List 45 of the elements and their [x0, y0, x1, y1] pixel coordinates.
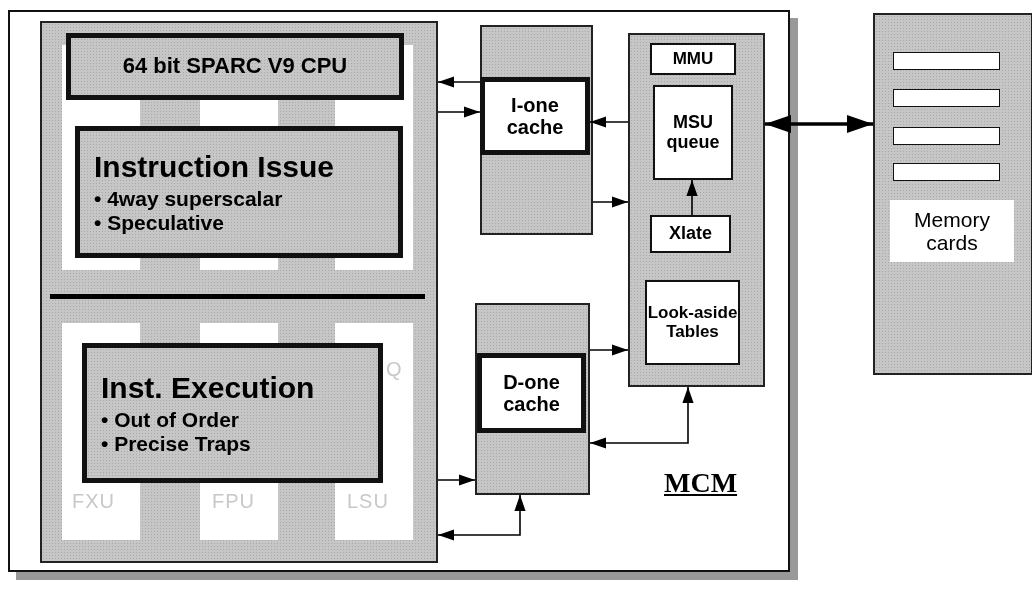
- table-box: [645, 280, 740, 365]
- box-label: Instruction Issue: [94, 150, 335, 184]
- arrow: [437, 106, 481, 118]
- arrow: [437, 474, 476, 486]
- box-label: D-one cache: [502, 371, 561, 415]
- arrow: [589, 116, 629, 128]
- memory-label-box: [890, 200, 1014, 262]
- cache-column: [480, 25, 593, 235]
- memory-panel: [873, 13, 1032, 375]
- box-label: 64 bit SPARC V9 CPU: [122, 54, 348, 79]
- arrow: [686, 179, 698, 216]
- box-label: Memory cards: [913, 207, 991, 255]
- arrow: [765, 114, 873, 134]
- box-label: MMU: [672, 49, 714, 69]
- arrow: [437, 76, 481, 88]
- bullet-text: • 4way superscalar: [94, 187, 283, 211]
- box-label: Xlate: [669, 224, 712, 244]
- queue-box: [653, 85, 733, 180]
- xlate-box: [650, 215, 731, 253]
- arrow: [592, 196, 629, 208]
- processor-panel: [40, 21, 438, 563]
- memory-slot: [893, 52, 1000, 70]
- memory-slot: [893, 89, 1000, 107]
- issue-box: [75, 126, 403, 258]
- arrow: [589, 386, 694, 449]
- memory-slot: [893, 163, 1000, 181]
- module-box: [8, 10, 790, 572]
- box-label: I-one cache: [505, 94, 565, 138]
- execution-box: [82, 343, 383, 483]
- bullet-text: • Out of Order: [101, 408, 240, 432]
- cpu-box: [66, 33, 404, 100]
- box-label: Look-aside Tables: [647, 303, 738, 342]
- arrow: [589, 344, 629, 356]
- mmu-box: [650, 43, 736, 75]
- cache-box: [480, 77, 590, 155]
- box-label: MSU queue: [665, 112, 721, 153]
- bullet-text: • Speculative: [94, 210, 224, 234]
- bullet-text: • Precise Traps: [101, 431, 251, 455]
- module-title: MCM: [664, 468, 738, 499]
- arrow: [437, 494, 526, 541]
- cache-box: [477, 353, 586, 433]
- cache-column: [475, 303, 590, 495]
- mmu-panel: [628, 33, 765, 387]
- memory-slot: [893, 127, 1000, 145]
- box-label: Inst. Execution: [101, 371, 315, 405]
